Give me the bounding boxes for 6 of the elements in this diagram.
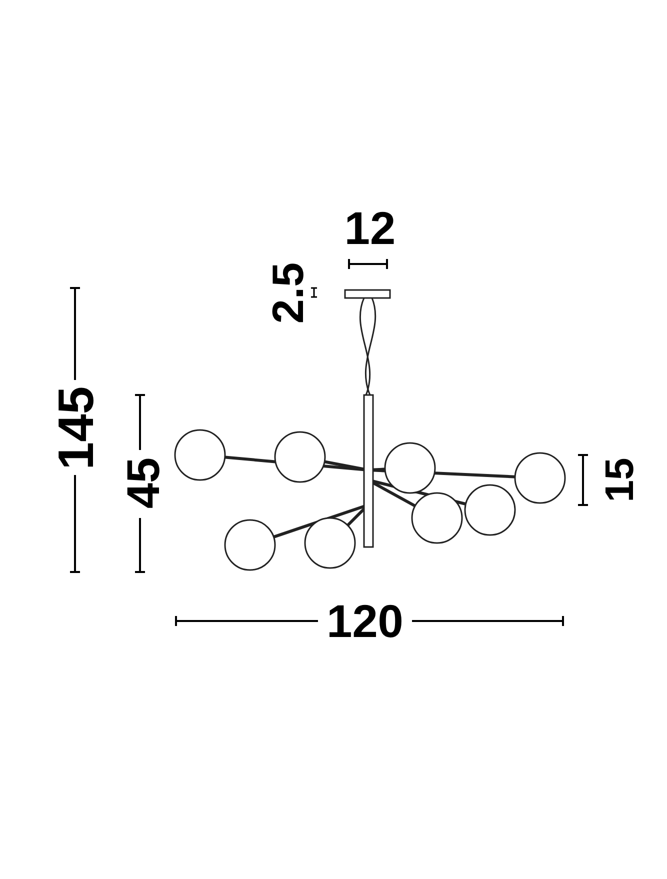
- dimension-label: 145: [51, 386, 101, 470]
- dimension-label: 2.5: [267, 262, 311, 324]
- dimension-label: 45: [120, 457, 166, 509]
- dimension-label: 120: [326, 598, 404, 644]
- dimension-label: 15: [600, 458, 640, 502]
- dimension-label: 12: [344, 205, 396, 251]
